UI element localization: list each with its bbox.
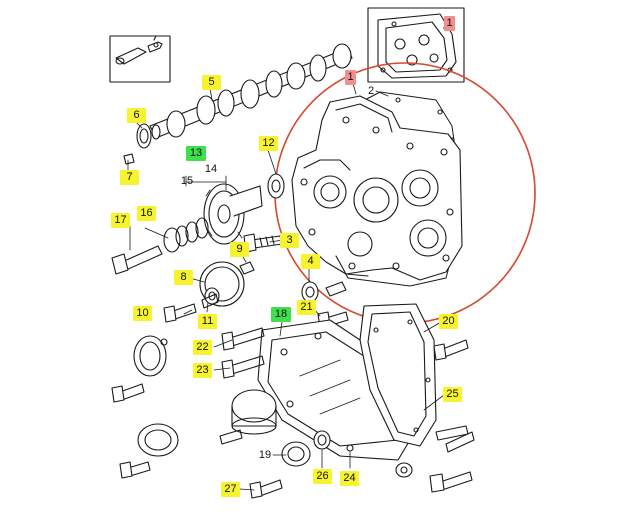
callout-17[interactable]: 17 <box>111 213 130 228</box>
oil-seal[interactable] <box>281 441 311 467</box>
bolt-right-mid[interactable] <box>445 431 475 453</box>
sleeve-4[interactable] <box>301 281 347 303</box>
idler-gear[interactable] <box>199 261 245 307</box>
callout-23[interactable]: 23 <box>193 363 212 378</box>
thrust-washer[interactable] <box>136 123 152 149</box>
callout-13[interactable]: 13 <box>186 146 206 161</box>
bolt-27[interactable] <box>249 479 283 499</box>
pin-detail-inset[interactable] <box>109 35 171 83</box>
callout-27[interactable]: 27 <box>221 482 240 497</box>
callout-25[interactable]: 25 <box>443 387 462 402</box>
bolt-17[interactable] <box>111 245 163 275</box>
callout-19[interactable]: 19 <box>258 449 272 461</box>
callout-8[interactable]: 8 <box>174 270 193 285</box>
callout-7[interactable]: 7 <box>120 170 139 185</box>
bolt-bottom-right[interactable] <box>429 471 473 493</box>
cover-cap-lower[interactable] <box>137 423 179 457</box>
bolt-22[interactable] <box>221 327 265 351</box>
cover-gasket[interactable] <box>359 303 437 447</box>
callout-11[interactable]: 11 <box>198 314 217 329</box>
callout-14[interactable]: 14 <box>204 163 218 175</box>
washer-26[interactable] <box>313 430 331 450</box>
callout-26[interactable]: 26 <box>313 469 332 484</box>
bolt-11[interactable] <box>201 293 219 309</box>
callout-16[interactable]: 16 <box>137 206 156 221</box>
bolt-23[interactable] <box>221 355 265 379</box>
bolt-pump[interactable] <box>219 429 243 445</box>
callout-20[interactable]: 20 <box>439 314 458 329</box>
callout-1-inset[interactable]: 1 <box>444 16 455 31</box>
camshaft-gear[interactable] <box>203 183 263 245</box>
bolt-3[interactable] <box>243 233 283 253</box>
callout-6[interactable]: 6 <box>127 108 146 123</box>
callout-24[interactable]: 24 <box>340 471 359 486</box>
callout-12[interactable]: 12 <box>259 136 278 151</box>
woodruff-key[interactable] <box>123 153 135 165</box>
bolt-20[interactable] <box>433 339 469 361</box>
callout-18[interactable]: 18 <box>271 307 291 322</box>
callout-3[interactable]: 3 <box>280 233 299 248</box>
callout-9[interactable]: 9 <box>230 242 249 257</box>
nut-bottom-right[interactable] <box>395 462 413 478</box>
gear-spring-retainer[interactable] <box>163 217 209 253</box>
bolt-left-mid[interactable] <box>111 383 145 403</box>
callout-4[interactable]: 4 <box>301 254 320 269</box>
dowel-pin[interactable] <box>239 261 255 275</box>
callout-22[interactable]: 22 <box>193 340 212 355</box>
bolt-10[interactable] <box>163 303 197 323</box>
callout-2[interactable]: 2 <box>367 85 375 97</box>
callout-15[interactable]: 15 <box>180 175 194 187</box>
callout-10[interactable]: 10 <box>133 306 152 321</box>
timing-case-housing[interactable] <box>291 95 463 281</box>
camshaft[interactable] <box>149 43 353 140</box>
bolt-25[interactable] <box>435 425 469 441</box>
callout-5[interactable]: 5 <box>202 75 221 90</box>
leader-lines <box>127 79 445 491</box>
callout-21[interactable]: 21 <box>297 300 316 315</box>
gear-hub[interactable] <box>267 173 285 199</box>
cover-cap-upper[interactable] <box>133 335 168 377</box>
callout-1[interactable]: 1 <box>345 70 356 85</box>
bolt-left-low[interactable] <box>119 461 151 479</box>
pump-housing[interactable] <box>231 389 277 435</box>
